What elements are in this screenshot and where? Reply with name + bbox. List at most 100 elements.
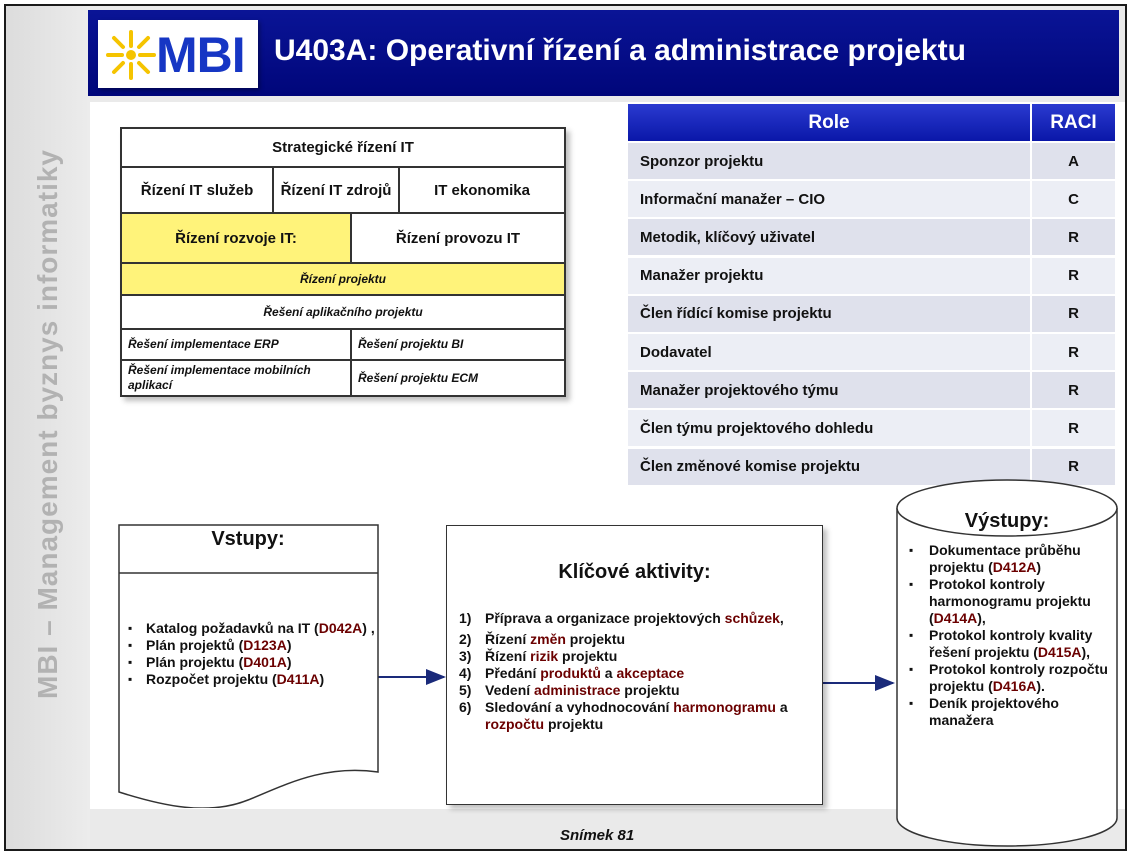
activity-text: projektu bbox=[565, 631, 626, 647]
sidebar: MBI – Management byznys informatiky bbox=[6, 6, 90, 849]
activity-number: 1) bbox=[459, 610, 472, 626]
cell-erp: Řešení implementace ERP bbox=[121, 329, 351, 360]
activity-text: rozpočtu bbox=[485, 716, 545, 732]
activity-item: 5)Vedení administrace projektu bbox=[447, 682, 807, 699]
input-item-code: D042A bbox=[318, 620, 363, 636]
input-item-suffix: ) bbox=[286, 654, 292, 670]
input-item-text: Plán projektu ( bbox=[146, 654, 244, 670]
activity-text: Sledování a vyhodnocování bbox=[485, 699, 674, 715]
raci-role-cell: Člen řídící komise projektu bbox=[628, 295, 1030, 332]
logo-text: MBI bbox=[156, 27, 246, 83]
raci-header-role: Role bbox=[628, 104, 1030, 141]
activity-item: 6)Sledování a vyhodnocování harmonogramu… bbox=[447, 699, 807, 733]
raci-value-cell: R bbox=[1032, 295, 1115, 332]
activity-number: 6) bbox=[459, 699, 472, 715]
activity-text: a bbox=[600, 665, 617, 681]
raci-role-cell: Informační manažer – CIO bbox=[628, 181, 1030, 218]
output-item-code: D414A bbox=[933, 610, 978, 626]
activity-number: 5) bbox=[459, 682, 472, 698]
activity-text: projektu bbox=[558, 648, 618, 664]
cell-services: Řízení IT služeb bbox=[121, 167, 273, 213]
raci-role-cell: Sponzor projektu bbox=[628, 143, 1030, 179]
output-item-text: Deník projektového manažera bbox=[929, 695, 1059, 728]
output-item: Protokol kontroly rozpočtu projektu (D41… bbox=[905, 661, 1115, 695]
input-item-code: D411A bbox=[276, 671, 320, 687]
raci-role-cell: Člen týmu projektového dohledu bbox=[628, 410, 1030, 447]
header-bar: MBI U403A: Operativní řízení a administr… bbox=[88, 10, 1119, 96]
raci-value-cell: R bbox=[1032, 410, 1115, 447]
activity-text: produktů bbox=[540, 665, 601, 681]
raci-value-cell: C bbox=[1032, 181, 1115, 218]
activity-item: 3)Řízení rizik projektu bbox=[447, 648, 807, 665]
raci-role-cell: Člen změnové komise projektu bbox=[628, 448, 1030, 485]
input-item: Rozpočet projektu (D411A) bbox=[126, 671, 376, 688]
activities-list: 1)Příprava a organizace projektových sch… bbox=[447, 610, 807, 733]
cell-ecm: Řešení projektu ECM bbox=[351, 360, 565, 396]
output-item-text: Protokol kontroly kvality řešení projekt… bbox=[929, 627, 1093, 660]
activity-text: projektu bbox=[620, 682, 680, 698]
input-item: Plán projektu (D401A) bbox=[126, 654, 376, 671]
raci-value-cell: R bbox=[1032, 257, 1115, 294]
output-item-suffix: ), bbox=[977, 610, 986, 626]
raci-role-cell: Manažer projektového týmu bbox=[628, 372, 1030, 409]
input-item-code: D401A bbox=[243, 654, 287, 670]
key-activities-box: Klíčové aktivity: 1)Příprava a organizac… bbox=[446, 525, 823, 805]
output-item: Protokol kontroly harmonogramu projektu … bbox=[905, 576, 1115, 627]
input-item: Katalog požadavků na IT (D042A) , bbox=[126, 620, 376, 637]
raci-value-cell: R bbox=[1032, 448, 1115, 485]
output-item-text: Protokol kontroly harmonogramu projektu … bbox=[929, 576, 1091, 626]
input-item: Plán projektů (D123A) bbox=[126, 637, 376, 654]
mbi-logo: MBI bbox=[98, 20, 258, 88]
raci-header-raci: RACI bbox=[1032, 104, 1115, 141]
output-item-code: D415A bbox=[1037, 644, 1082, 660]
activity-number: 4) bbox=[459, 665, 472, 681]
cell-mobile: Řešení implementace mobilních aplikací bbox=[121, 360, 351, 396]
raci-value-cell: R bbox=[1032, 372, 1115, 409]
activity-text: projektu bbox=[544, 716, 604, 732]
input-item-code: D123A bbox=[243, 637, 287, 653]
activity-item: 1)Příprava a organizace projektových sch… bbox=[447, 610, 807, 627]
activity-text: změn bbox=[530, 631, 566, 647]
activity-text: , bbox=[779, 610, 784, 626]
output-item-text: Protokol kontroly rozpočtu projektu ( bbox=[929, 661, 1108, 694]
activity-text: administrace bbox=[534, 682, 621, 698]
input-item-suffix: ) , bbox=[362, 620, 375, 636]
output-item-suffix: ) bbox=[1036, 559, 1042, 575]
outputs-title: Výstupy: bbox=[964, 510, 1050, 532]
output-item-code: D416A bbox=[992, 678, 1037, 694]
output-item-code: D412A bbox=[992, 559, 1037, 575]
input-item-text: Plán projektů ( bbox=[146, 637, 244, 653]
raci-role-cell: Dodavatel bbox=[628, 334, 1030, 370]
inputs-list: Katalog požadavků na IT (D042A) ,Plán pr… bbox=[126, 620, 376, 688]
activities-title: Klíčové aktivity: bbox=[558, 561, 711, 583]
activity-item: 2)Řízení změn projektu bbox=[447, 631, 807, 648]
cell-project-mgmt: Řízení projektu bbox=[121, 263, 565, 295]
raci-role-cell: Manažer projektu bbox=[628, 257, 1030, 294]
inputs-title: Vstupy: bbox=[211, 528, 285, 550]
cell-strategic: Strategické řízení IT bbox=[121, 128, 565, 167]
input-item-text: Katalog požadavků na IT ( bbox=[146, 620, 319, 636]
activity-text: Řízení bbox=[485, 648, 531, 664]
activity-text: Řízení bbox=[485, 631, 531, 647]
raci-role-cell: Metodik, klíčový uživatel bbox=[628, 219, 1030, 256]
architecture-matrix: Strategické řízení IT Řízení IT služeb Ř… bbox=[120, 127, 566, 397]
cell-bi: Řešení projektu BI bbox=[351, 329, 565, 360]
outputs-list: Dokumentace průběhu projektu (D412A)Prot… bbox=[905, 542, 1115, 729]
raci-value-cell: R bbox=[1032, 334, 1115, 370]
input-item-text: Rozpočet projektu ( bbox=[146, 671, 277, 687]
cell-operations: Řízení provozu IT bbox=[351, 213, 565, 263]
cell-app-project: Řešení aplikačního projektu bbox=[121, 295, 565, 329]
output-item-text: Dokumentace průběhu projektu ( bbox=[929, 542, 1081, 575]
activity-text: rizik bbox=[530, 648, 559, 664]
output-item: Dokumentace průběhu projektu (D412A) bbox=[905, 542, 1115, 576]
